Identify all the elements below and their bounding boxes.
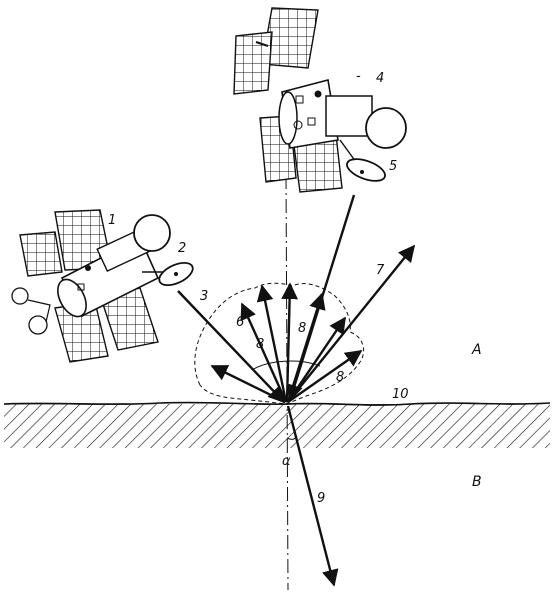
scatter-ray-up [281,282,299,403]
label-8-center: 8 [298,321,306,336]
label-8-left: 8 [256,337,264,352]
label-dash: - [356,69,361,84]
normal-line [285,174,289,591]
label-3: 3 [200,289,208,304]
scatter-ray-left [210,364,286,404]
label-alpha: α [282,454,291,469]
label-1: 1 [108,213,116,228]
scatter-ray-left-up [256,284,288,403]
rays [177,194,416,587]
scatter-ray-right-low [287,350,363,403]
transmitted-ray-9 [286,405,339,587]
scatter-ray-6 [240,302,288,403]
label-6: 6 [236,315,244,330]
label-10: 10 [392,387,409,402]
scatter-ray-right [287,316,346,403]
label-2: 2 [178,241,186,256]
satellite-4 [233,7,407,193]
incident-ray-3 [177,290,286,404]
scatter-ray-right-up [286,292,326,403]
label-region-b: B [472,474,482,490]
label-8-right: 8 [336,370,344,385]
labels: 1 2 3 - 4 5 6 7 8 8 8 9 10 A B α [108,69,482,506]
satellite-1 [11,209,194,363]
label-9: 9 [317,491,325,506]
reflected-ray-7 [287,244,416,403]
ground [3,399,551,448]
label-5: 5 [389,159,397,174]
label-4: 4 [376,71,384,86]
label-7: 7 [376,263,385,278]
label-region-a: A [471,342,482,358]
